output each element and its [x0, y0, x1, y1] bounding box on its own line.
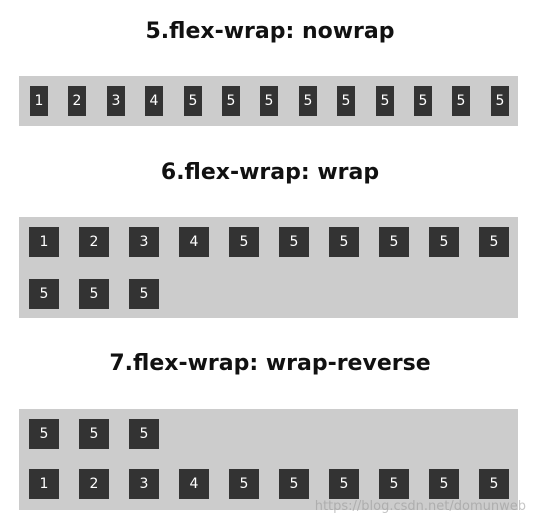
watermark: https://blog.csdn.net/domunweb [314, 499, 526, 514]
flex-item: 1 [30, 86, 48, 116]
section-title-wrap: 6.flex-wrap: wrap [160, 160, 380, 185]
flex-item: 5 [479, 469, 509, 499]
flex-item: 2 [68, 86, 86, 116]
section-title-nowrap: 5.flex-wrap: nowrap [145, 19, 395, 44]
flex-item: 5 [479, 227, 509, 257]
flex-item: 2 [79, 227, 109, 257]
flex-item: 5 [129, 419, 159, 449]
flex-item: 5 [429, 227, 459, 257]
flex-item: 2 [79, 469, 109, 499]
flex-item: 5 [79, 419, 109, 449]
flex-item: 5 [429, 469, 459, 499]
flex-item: 5 [260, 86, 278, 116]
flex-item: 5 [452, 86, 470, 116]
flex-item: 5 [79, 279, 109, 309]
section-title-wrap-reverse: 7.flex-wrap: wrap-reverse [109, 351, 431, 376]
flex-item: 5 [379, 227, 409, 257]
flex-item: 5 [29, 279, 59, 309]
flex-item: 3 [129, 469, 159, 499]
flex-item: 5 [222, 86, 240, 116]
flex-item: 5 [279, 469, 309, 499]
flex-item: 5 [329, 227, 359, 257]
flex-item: 5 [229, 469, 259, 499]
flex-item: 5 [184, 86, 202, 116]
flex-item: 4 [179, 227, 209, 257]
flex-item: 4 [179, 469, 209, 499]
flex-item: 4 [145, 86, 163, 116]
flex-item: 1 [29, 469, 59, 499]
flex-item: 3 [107, 86, 125, 116]
flex-item: 5 [229, 227, 259, 257]
flex-item: 5 [491, 86, 509, 116]
flex-item: 5 [329, 469, 359, 499]
flex-item: 5 [29, 419, 59, 449]
flex-item: 5 [337, 86, 355, 116]
flex-item: 5 [299, 86, 317, 116]
flex-item: 1 [29, 227, 59, 257]
flex-item: 5 [129, 279, 159, 309]
flex-item: 5 [414, 86, 432, 116]
flex-item: 5 [376, 86, 394, 116]
flex-item: 3 [129, 227, 159, 257]
flex-item: 5 [279, 227, 309, 257]
flex-item: 5 [379, 469, 409, 499]
